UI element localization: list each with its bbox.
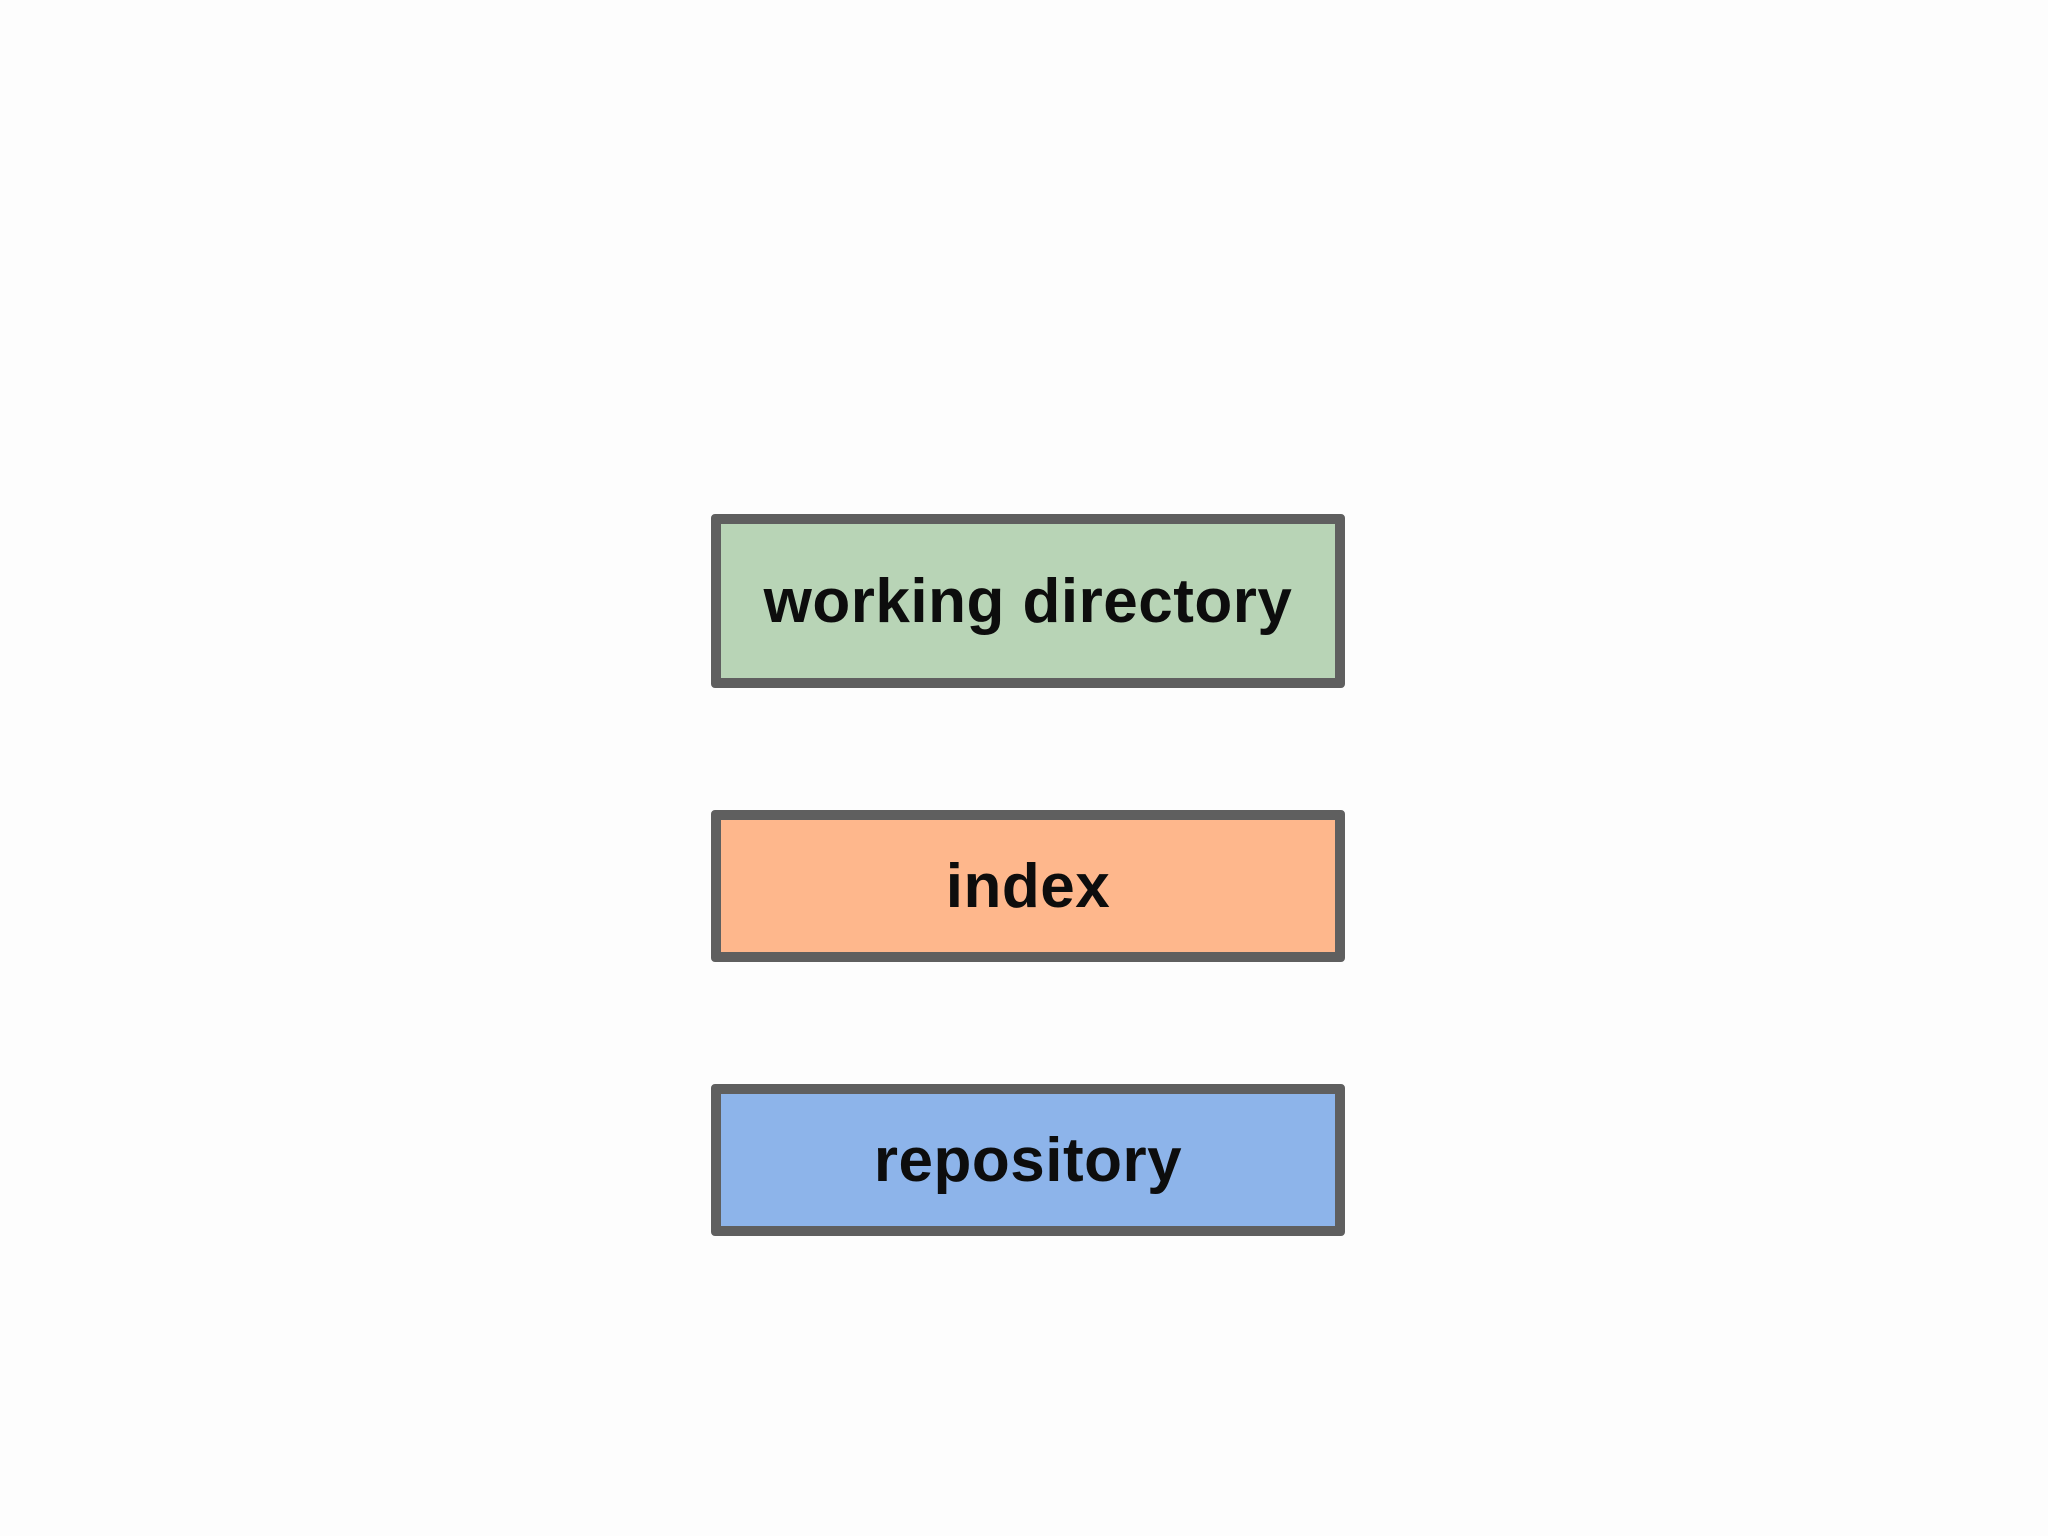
working-directory-label: working directory <box>763 566 1293 636</box>
index-label: index <box>945 851 1111 921</box>
index-box: index <box>711 810 1345 962</box>
working-directory-box: working directory <box>711 514 1345 688</box>
repository-box: repository <box>711 1084 1345 1236</box>
repository-label: repository <box>873 1125 1183 1195</box>
